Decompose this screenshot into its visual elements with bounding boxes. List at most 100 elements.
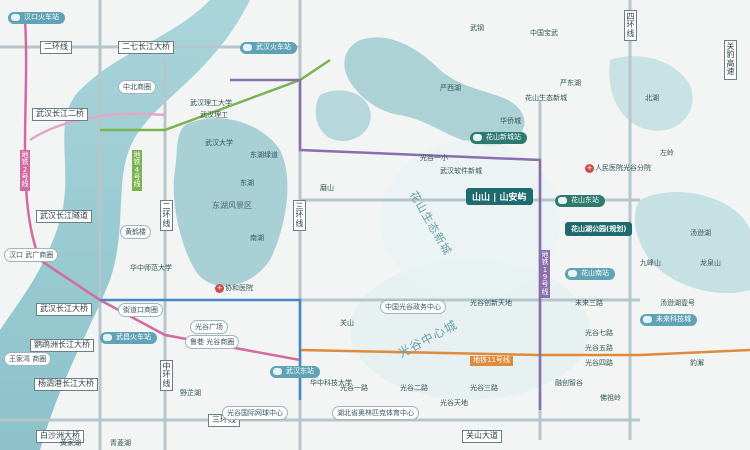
small-label: 汤逊湖壹号 [660,299,695,307]
poi-wuda: 武汉大学 [205,139,233,147]
hospital-icon: + [215,284,224,293]
small-label: 光谷天地 [440,399,468,407]
road-ring4: 四环线 [624,10,637,42]
road-expressway-v: 关豹高速 [724,40,737,80]
tangxun-lake [634,191,750,294]
poi-guanshan: 关山 [340,319,354,327]
metro-line11-tag: 地铁11号线 [470,356,513,366]
small-label: 融创智谷 [555,379,583,387]
huashan-park-label[interactable]: 花山湖公园(规划) [565,222,633,236]
metro-line11-path [299,348,750,357]
zone-wangjia[interactable]: 王家湾 商圈 [4,352,52,366]
station-wuhan-east[interactable]: 武汉东站 [270,366,320,378]
station-huashan-east[interactable]: 花山东站 [555,195,605,207]
yangtze-river [0,0,250,450]
poi-renmin: 人民医院光谷分院 [595,164,651,172]
small-label: 光谷二路 [400,384,428,392]
poi-hubei-sport[interactable]: 湖北省奥林匹克体育中心 [332,406,419,420]
poi-east-lake-scenic: 东湖绿道 [250,151,278,159]
zone-luoyu[interactable]: 鲁巷 光谷商圈 [185,335,240,349]
metro-line4-path [100,58,331,132]
road-changjiang-bridge: 武汉长江大桥 [36,303,92,316]
poi-guanggu-sport[interactable]: 光谷国际网球中心 [222,406,288,420]
small-label: 华侨城 [500,117,521,125]
train-icon [558,197,567,204]
road-ring3-v: 三环线 [293,200,306,232]
zone-east-lake: 东湖风景区 [212,201,252,210]
small-label: 花山生态新城 [525,94,567,102]
small-label: 北湖 [645,94,659,102]
zone-hanzheng[interactable]: 汉口 武广商圈 [4,248,59,262]
poi-optics-center[interactable]: 中国光谷政务中心 [380,300,446,314]
hospital-icon: + [585,164,594,173]
small-label: 未来三路 [575,299,603,307]
east-lake [173,118,288,287]
metro-ring-path [29,112,166,142]
zone-zhongbei[interactable]: 中北商圈 [118,80,156,94]
road-bridge-27: 二七长江大桥 [118,41,174,54]
road-yangsigang: 杨泗港长江大桥 [34,378,98,391]
metro-purple-path [230,78,542,410]
poi-guanggu-square[interactable]: 光谷广场 [190,320,228,334]
train-icon [643,316,652,323]
road-tunnel: 武汉长江隧道 [36,210,92,223]
train-icon [243,44,252,51]
small-label: 光谷三路 [470,384,498,392]
station-huashan-newtown[interactable]: 花山新城站 [470,132,527,144]
road-ring2: 二环线 [40,41,72,54]
small-label: 汤逊湖 [690,229,711,237]
small-label: 光谷五路 [585,344,613,352]
small-label: 武汉软件新城 [440,167,482,175]
poi-yellow-crane[interactable]: 黄鹤楼 [120,225,151,239]
poi-tongji: 协和医院 [225,284,253,292]
poi-huake: 华中科技大学 [310,379,352,387]
poi-huazhong-normal: 华中师范大学 [130,264,172,272]
station-huashan-nan[interactable]: 花山南站 [565,268,615,280]
small-label: 龙泉山 [700,259,721,267]
guanggu-center-halo [350,260,590,400]
poi-mafangshan: 磨山 [320,184,334,192]
yandong-lake [344,37,525,146]
poi-wuhan-tech: 武汉理工大学 [190,99,232,107]
road-wuhan2: 武汉长江二桥 [32,108,88,121]
poi-optics-school: 光谷一小 [420,154,448,162]
small-label: 九峰山 [640,259,661,267]
small-label: 武钢 [470,24,484,32]
small-label: 中国宝武 [530,29,558,37]
metro-line2-tag: 地铁2号线 [20,150,30,191]
station-wuhan[interactable]: 武汉火车站 [240,42,297,54]
metro-line19-tag: 地铁19号线 [540,250,550,299]
small-label: 豹澥 [690,359,704,367]
train-icon [473,134,482,141]
metro-line4-tag: 地铁4号线 [132,150,142,191]
small-label: 野芷湖 [180,389,201,397]
station-weilai[interactable]: 未来科技城 [640,314,697,326]
small-label: 左岭 [660,149,674,157]
train-icon [568,270,577,277]
zone-jiefang[interactable]: 街道口商圈 [118,303,163,317]
small-label: 东湖 [240,179,254,187]
small-label: 武汉理工 [200,111,228,119]
station-wuchang[interactable]: 武昌火车站 [100,332,157,344]
small-label: 青菱湖 [110,439,131,447]
train-icon [11,14,20,21]
small-label: 严东湖 [560,79,581,87]
small-label: 严西湖 [440,84,461,92]
small-label: 光谷一路 [340,384,368,392]
road-baishazhou: 白沙洲大桥 [36,430,84,443]
huashan-halo [380,140,560,300]
project-label[interactable]: 山山 | 山安屿 [466,188,533,205]
small-label: 佛祖岭 [600,394,621,402]
metro-blue-path [100,298,302,400]
small-label: 光谷七路 [585,329,613,337]
train-icon [273,368,282,375]
small-label: 光谷创新天地 [470,299,512,307]
small-label: 南湖 [250,234,264,242]
station-hankou[interactable]: 汉口火车站 [8,12,65,24]
train-icon [103,334,112,341]
small-label: 光谷四路 [585,359,613,367]
road-zhongxian: 中环线 [160,360,173,392]
yanxi-lake [315,90,371,141]
road-ring2-v: 二环线 [160,200,173,232]
